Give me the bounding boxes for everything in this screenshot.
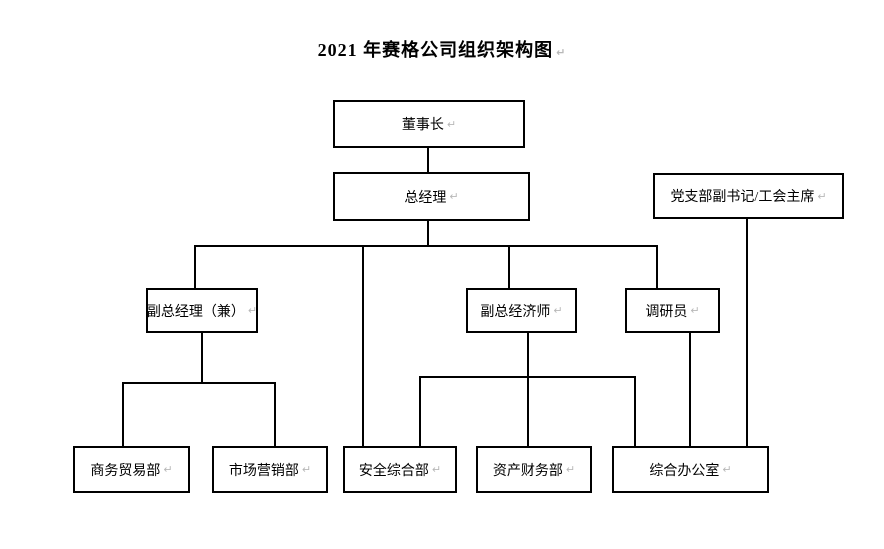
connector-bus1-to-safety-dept <box>362 245 364 446</box>
connector-chairman-to-gm <box>427 148 429 172</box>
page-title-text: 2021 年赛格公司组织架构图 <box>317 40 554 60</box>
org-box-label: 副总经济师 <box>480 304 551 320</box>
connector-bus2-horizontal <box>122 382 276 384</box>
org-box-label: 综合办公室 <box>649 463 720 479</box>
connector-bus1-to-economist <box>508 245 510 288</box>
paragraph-mark-icon: ↵ <box>301 463 312 476</box>
connector-bus1-to-researcher <box>656 245 658 288</box>
org-box-party-branch-deputy: 党支部副书记/工会主席↵ <box>653 173 844 219</box>
connector-deputy-gm-to-bus2 <box>201 333 203 383</box>
connector-economist-to-asset-finance <box>527 333 529 446</box>
paragraph-mark-icon: ↵ <box>163 463 173 476</box>
connector-bus3-to-safety-dept <box>419 376 421 446</box>
paragraph-mark-icon: ↵ <box>690 304 700 317</box>
connector-researcher-to-office <box>689 333 691 446</box>
org-box-label: 董事长 <box>401 118 444 133</box>
org-box-general-office: 综合办公室↵ <box>612 446 769 493</box>
paragraph-mark-icon: ↵ <box>247 304 258 317</box>
org-box-safety-general-dept: 安全综合部↵ <box>343 446 457 493</box>
connector-bus1-to-deputy-gm <box>194 245 196 288</box>
paragraph-mark-icon: ↵ <box>722 463 732 476</box>
org-box-label: 调研员 <box>645 304 688 320</box>
paragraph-mark-icon: ↵ <box>556 46 567 59</box>
connector-party-branch-to-office <box>746 219 748 446</box>
org-box-marketing-dept: 市场营销部↵ <box>212 446 328 493</box>
connector-bus1-horizontal <box>194 245 658 247</box>
connector-bus2-to-marketing <box>274 382 276 446</box>
paragraph-mark-icon: ↵ <box>431 463 442 476</box>
connector-bus3-horizontal <box>419 376 636 378</box>
page-title: 2021 年赛格公司组织架构图↵ <box>0 36 884 62</box>
org-box-label: 副总经理（兼） <box>146 304 245 320</box>
org-box-label: 商务贸易部 <box>90 463 161 479</box>
org-box-general-manager: 总经理↵ <box>333 172 530 221</box>
org-box-label: 市场营销部 <box>228 463 299 479</box>
paragraph-mark-icon: ↵ <box>817 189 827 203</box>
org-box-label: 安全综合部 <box>358 463 429 479</box>
org-box-business-trade-dept: 商务贸易部↵ <box>73 446 190 493</box>
org-box-label: 资产财务部 <box>492 463 563 479</box>
org-box-label: 党支部副书记/工会主席 <box>670 190 815 205</box>
org-box-researcher: 调研员↵ <box>625 288 720 333</box>
org-box-asset-finance-dept: 资产财务部↵ <box>476 446 592 493</box>
connector-gm-to-bus1 <box>427 221 429 246</box>
paragraph-mark-icon: ↵ <box>565 463 576 476</box>
paragraph-mark-icon: ↵ <box>449 190 459 203</box>
connector-bus2-to-business-trade <box>122 382 124 446</box>
org-box-chairman: 董事长↵ <box>333 100 525 148</box>
paragraph-mark-icon: ↵ <box>553 304 563 317</box>
org-box-label: 总经理 <box>404 190 447 206</box>
org-box-deputy-chief-economist: 副总经济师↵ <box>466 288 577 333</box>
org-box-deputy-general-manager: 副总经理（兼）↵ <box>146 288 258 333</box>
paragraph-mark-icon: ↵ <box>446 117 457 131</box>
connector-bus3-to-general-office <box>634 376 636 446</box>
